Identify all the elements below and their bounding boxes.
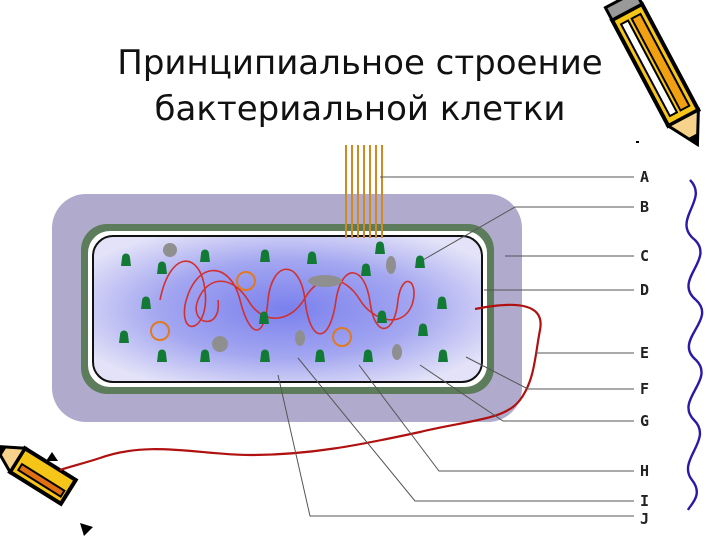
pili (345, 145, 383, 238)
page-title: Принципиальное строение бактериальной кл… (60, 40, 660, 132)
ribosome (200, 349, 210, 362)
ribosome (157, 261, 167, 274)
leader-lines (277, 176, 634, 517)
ribosome (361, 263, 371, 276)
inclusion (308, 275, 342, 287)
decorative-squiggle (685, 179, 704, 511)
label-g: G (640, 412, 649, 430)
ribosome (363, 349, 373, 362)
ribosome (157, 349, 167, 362)
ribosome (259, 311, 269, 324)
label-a: A (640, 168, 649, 186)
ribosomes (119, 241, 448, 362)
label-d: D (640, 281, 649, 299)
ribosome (141, 296, 151, 309)
ribosome (200, 249, 210, 262)
decor-dot (636, 141, 639, 143)
plasmid (236, 271, 256, 291)
ribosome (121, 253, 131, 266)
nucleoid-dna (159, 260, 415, 335)
plasmid (150, 321, 170, 341)
inclusion (163, 243, 177, 257)
ribosome (375, 241, 385, 254)
inclusion (212, 336, 228, 352)
ribosome (437, 296, 447, 309)
ribosome (438, 349, 448, 362)
ribosome (315, 349, 325, 362)
inclusion (295, 330, 305, 346)
label-h: H (640, 462, 649, 480)
ribosome (260, 349, 270, 362)
flagellum (59, 303, 542, 472)
label-f: F (640, 380, 649, 398)
ribosome (260, 249, 270, 262)
plasmid (332, 327, 352, 347)
label-c: C (640, 247, 649, 265)
pencil-icon (0, 444, 79, 507)
label-b: B (640, 198, 649, 216)
inclusion (386, 256, 396, 274)
ribosome (119, 330, 129, 343)
ribosome (415, 255, 425, 268)
label-j: J (640, 510, 649, 528)
title-line-2: бактериальной клетки (154, 89, 566, 129)
title-line-1: Принципиальное строение (117, 43, 603, 83)
ribosome (377, 310, 387, 323)
pencil-icon (603, 0, 702, 148)
inclusion (392, 344, 402, 360)
ribosome (307, 251, 317, 264)
decor-arrow-small (46, 452, 58, 461)
decor-arrow-small (80, 523, 93, 536)
ribosome (418, 323, 428, 336)
label-i: I (640, 492, 649, 510)
label-e: E (640, 344, 649, 362)
cytoplasmic-membrane (92, 235, 483, 383)
